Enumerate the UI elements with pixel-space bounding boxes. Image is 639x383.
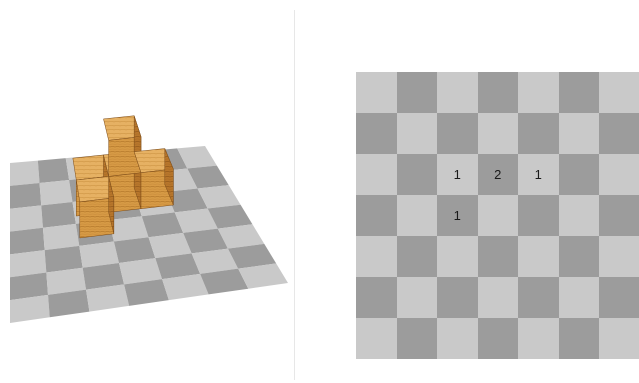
grid-cell [559, 277, 600, 318]
panel-divider [294, 10, 295, 380]
grid-cell [397, 154, 438, 195]
grid-cell [518, 72, 559, 113]
grid-cell [559, 236, 600, 277]
grid-cell [397, 277, 438, 318]
grid-cell [518, 277, 559, 318]
grid-cell [559, 195, 600, 236]
floor-tile [41, 202, 76, 228]
grid-cell [478, 72, 519, 113]
floor-tile [10, 205, 43, 231]
grid-cell [478, 113, 519, 154]
grid-cell [559, 72, 600, 113]
grid-cell [559, 154, 600, 195]
grid-cell [356, 113, 397, 154]
grid-cell [599, 236, 639, 277]
grid-cell [437, 236, 478, 277]
grid-cell [518, 236, 559, 277]
grid-cell [356, 154, 397, 195]
floor-tile [10, 228, 45, 255]
grid-cell [478, 277, 519, 318]
grid-cell: 1 [437, 154, 478, 195]
grid-cell [437, 113, 478, 154]
grid-cell [518, 113, 559, 154]
floor-tile [10, 250, 46, 277]
grid-cell: 2 [478, 154, 519, 195]
grid-cell [599, 113, 639, 154]
grid-cell [437, 72, 478, 113]
grid-cell [559, 318, 600, 359]
grid-cell [437, 318, 478, 359]
grid-cell [397, 113, 438, 154]
grid-cell [518, 195, 559, 236]
floor-tile [10, 161, 40, 186]
grid-cell [397, 318, 438, 359]
grid-cell [437, 277, 478, 318]
grid-cell [478, 236, 519, 277]
grid-cell [599, 318, 639, 359]
grid-cell [599, 277, 639, 318]
floor-tile [43, 224, 79, 250]
grid-cell [478, 318, 519, 359]
grid-cell [356, 195, 397, 236]
grid-cell [478, 195, 519, 236]
grid-cell [397, 236, 438, 277]
grid-cell [599, 72, 639, 113]
grid-cell [518, 318, 559, 359]
grid-cell [599, 154, 639, 195]
grid-cell: 1 [437, 195, 478, 236]
grid-cell [397, 195, 438, 236]
wood-cube [103, 116, 141, 177]
grid-cell [356, 318, 397, 359]
grid-cell [356, 277, 397, 318]
isometric-scene [0, 0, 292, 383]
grid-cell [559, 113, 600, 154]
floor-tile [109, 216, 149, 241]
wood-cube [76, 176, 114, 238]
grid-cell: 1 [518, 154, 559, 195]
floor-tile [40, 180, 73, 205]
grid-cell [356, 236, 397, 277]
grid-cell [397, 72, 438, 113]
floor-tile [10, 183, 41, 209]
grid-cell [356, 72, 397, 113]
grid-cell [599, 195, 639, 236]
floor-tile [38, 158, 69, 183]
